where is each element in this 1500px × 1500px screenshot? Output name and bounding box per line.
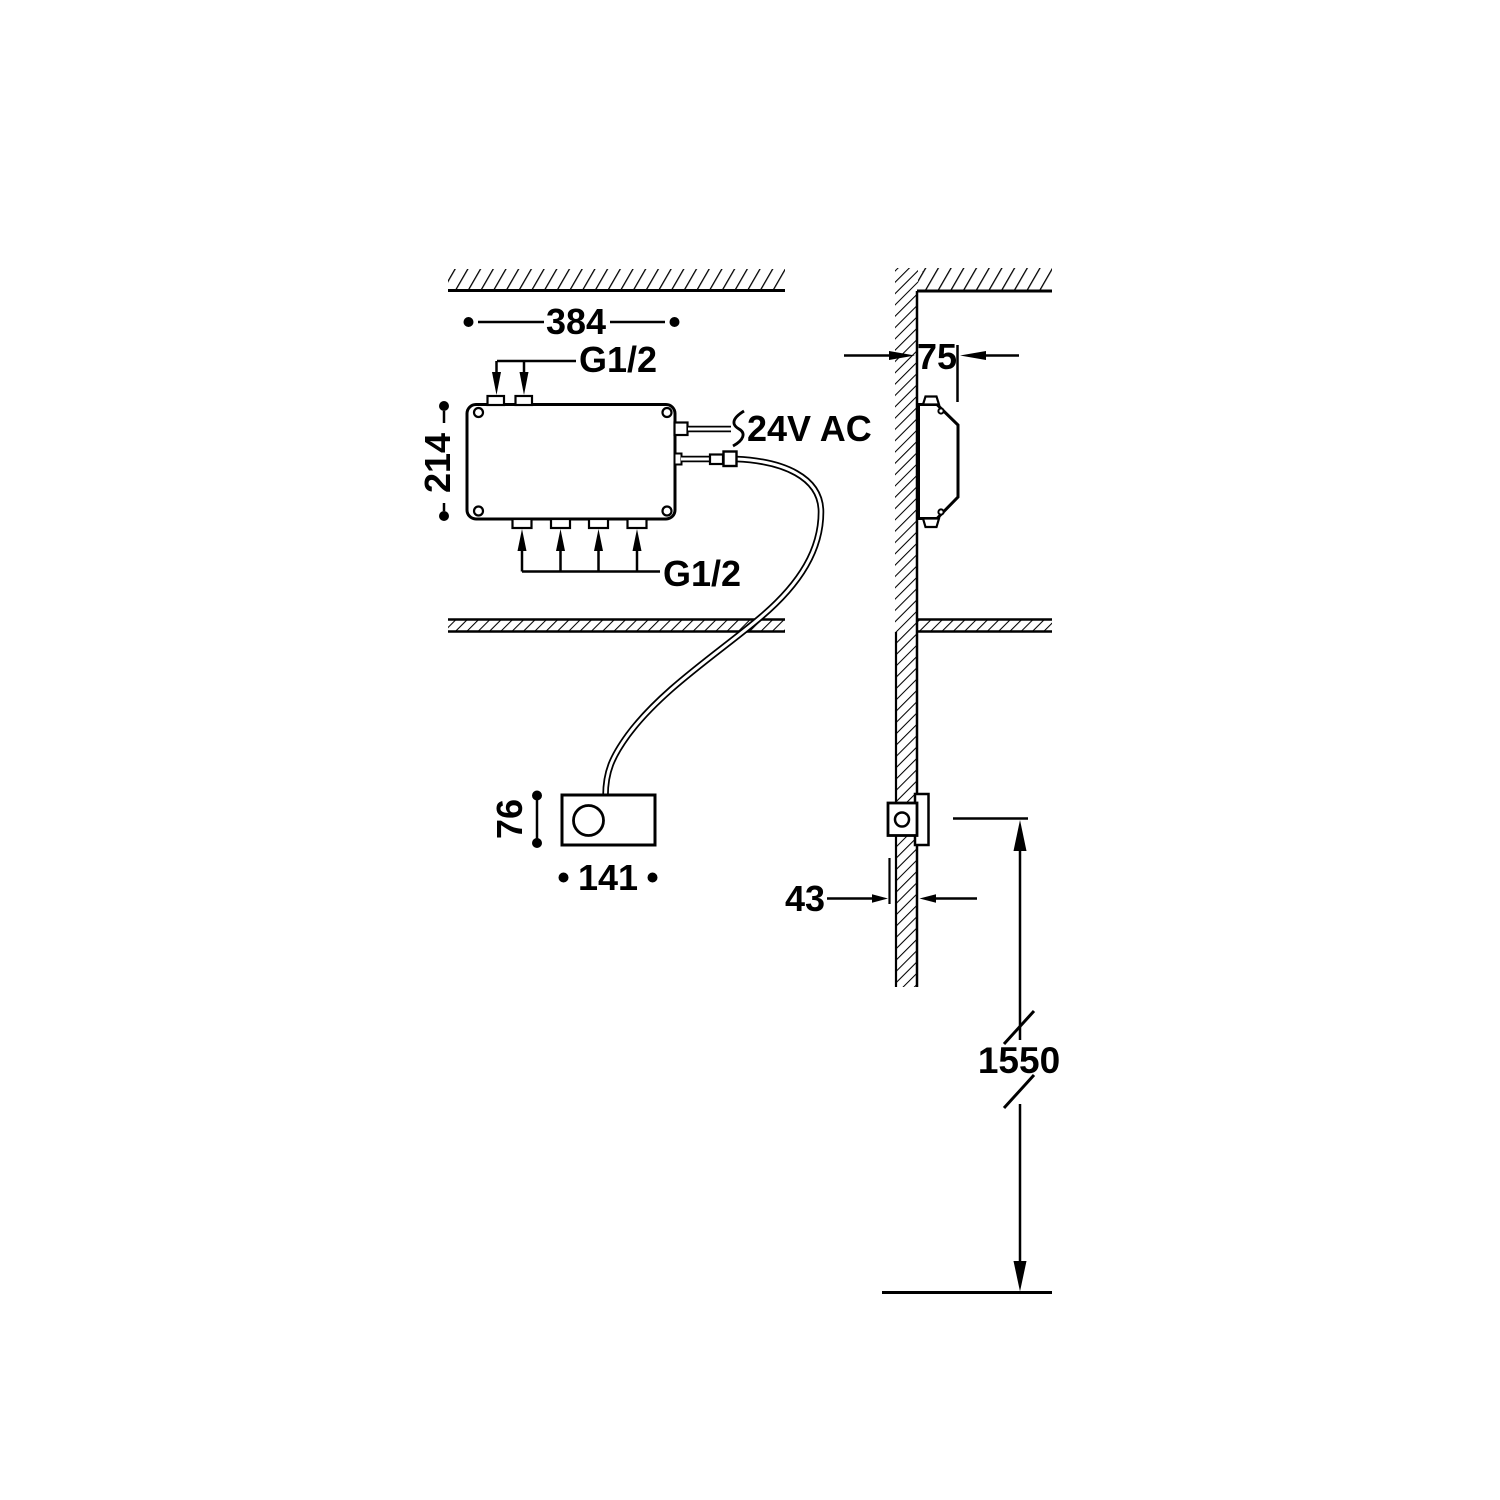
dim-dot <box>647 872 658 883</box>
remote-panel-knob-side <box>893 811 911 828</box>
dim-dot <box>558 872 569 883</box>
arrowhead-up <box>594 529 603 551</box>
outlet-connector-bottom <box>549 517 572 530</box>
power-cable <box>673 409 745 448</box>
inlet-connector-top <box>514 394 534 407</box>
dim-dot <box>532 838 542 848</box>
false-ceiling-right <box>918 618 1052 633</box>
arrowhead-down <box>492 372 501 395</box>
dim-1550-label: 1550 <box>978 1040 1060 1081</box>
screw-hole <box>661 505 673 517</box>
inlet-connector-top <box>486 394 506 407</box>
dim-dot <box>669 317 680 327</box>
arrowhead-down <box>1013 1261 1027 1292</box>
arrowhead-up <box>632 529 642 551</box>
arrowhead-right <box>872 894 888 903</box>
remote-panel-side-view <box>886 792 930 847</box>
break-mark <box>1002 1009 1036 1046</box>
arrowhead-left <box>960 351 986 360</box>
dimension-1550: 1550 <box>953 817 1060 1292</box>
connector-plug <box>722 450 738 468</box>
dimension-141: 141 <box>558 857 658 898</box>
cable-port-stub <box>673 452 683 466</box>
ceiling-hatch-right <box>918 268 1052 291</box>
screw-hole <box>661 406 673 419</box>
arrowhead-right <box>889 351 915 360</box>
false-ceiling-left <box>448 618 785 633</box>
cable-inline-connector <box>673 450 738 468</box>
cable-break-squiggle <box>732 409 745 448</box>
control-box-side-body <box>917 403 960 520</box>
dimension-214: 214 <box>417 401 458 521</box>
outlet-connector-bottom <box>587 517 610 530</box>
control-box-front-view <box>465 394 677 530</box>
false-ceiling-hatch-right <box>918 620 1052 631</box>
arrowhead-down <box>519 372 529 395</box>
dim-214-label: 214 <box>417 433 458 493</box>
callout-g12-bottom: G1/2 <box>517 529 741 594</box>
dim-384-label: 384 <box>546 301 606 342</box>
control-box-side-view <box>917 395 960 529</box>
callout-g12-top: G1/2 <box>492 339 657 395</box>
false-ceiling-hatch <box>448 620 785 631</box>
control-box-body <box>465 403 677 521</box>
dim-dot <box>439 401 449 411</box>
dimension-43: 43 <box>785 858 977 919</box>
arrowhead-up <box>556 529 565 551</box>
arrowhead-up <box>1013 820 1027 851</box>
screw-hole <box>937 407 945 415</box>
g12-top-label: G1/2 <box>579 339 657 380</box>
ceiling-hatch <box>448 269 785 290</box>
dim-dot <box>439 511 449 521</box>
dim-dot <box>463 317 474 327</box>
power-cable-stub <box>673 421 689 437</box>
outlet-connector-bottom <box>626 517 648 530</box>
g12-bottom-label: G1/2 <box>663 553 741 594</box>
remote-panel-front-view <box>560 793 657 847</box>
screw-hole <box>937 508 945 516</box>
break-mark <box>1002 1073 1036 1110</box>
dim-75-label: 75 <box>917 336 957 377</box>
dimension-76: 76 <box>489 790 542 848</box>
arrowhead-left <box>919 894 936 903</box>
inlet-connector-side-top <box>921 395 941 406</box>
arrowhead-up <box>517 529 527 551</box>
remote-panel-knob <box>572 804 605 837</box>
dimension-384: 384 <box>463 301 680 342</box>
power-label: 24V AC <box>747 408 872 449</box>
control-cable <box>602 455 825 797</box>
outlet-connector-bottom <box>511 517 533 530</box>
screw-hole <box>472 406 485 419</box>
control-cable-core <box>604 457 823 797</box>
connector-sleeve <box>708 453 725 466</box>
dimension-75: 75 <box>844 336 1019 402</box>
ceiling-section-left <box>448 269 785 292</box>
outlet-connector-side-bottom <box>921 517 941 529</box>
dim-43-label: 43 <box>785 878 825 919</box>
dim-141-label: 141 <box>578 857 638 898</box>
screw-hole <box>472 505 485 517</box>
wall-hatch <box>895 268 918 987</box>
dim-76-label: 76 <box>489 799 530 839</box>
